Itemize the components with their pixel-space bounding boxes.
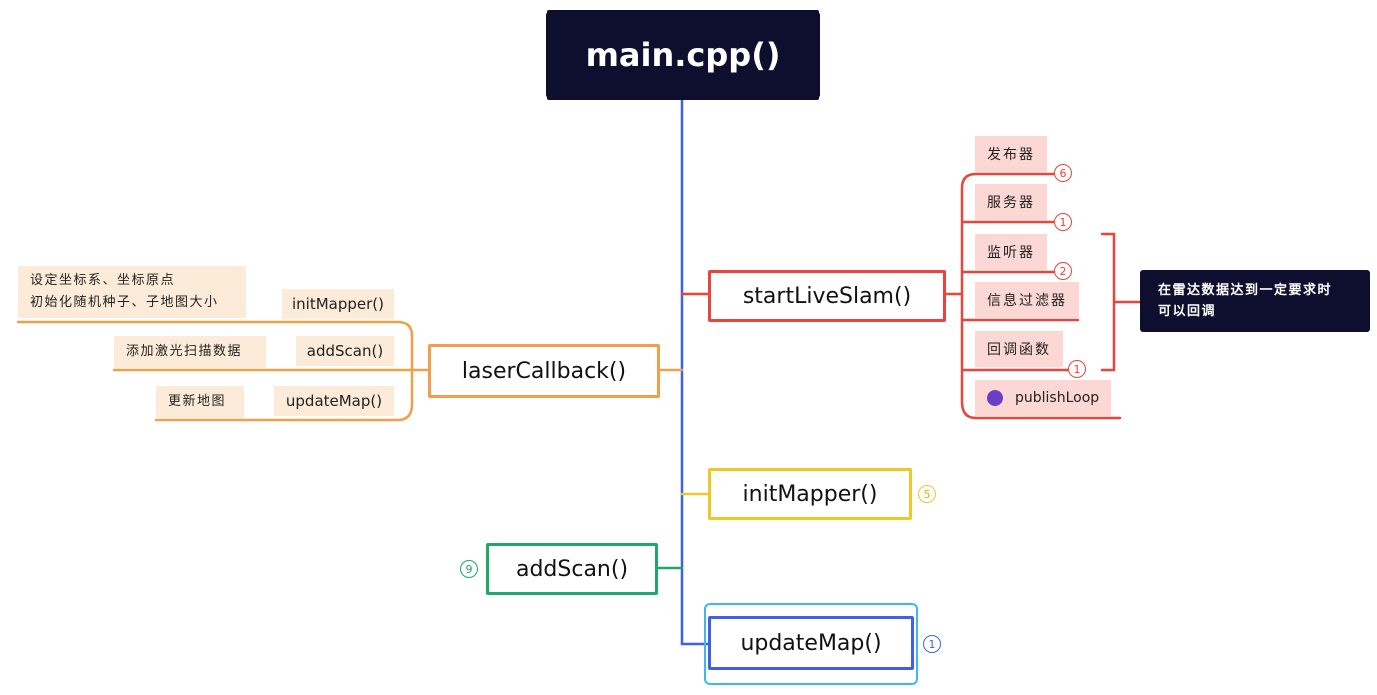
node-initMapper[interactable]: initMapper()	[708, 468, 912, 520]
root-label: main.cpp()	[585, 36, 781, 74]
count-badge[interactable]: 6	[1054, 164, 1072, 182]
summary-callout[interactable]: 在雷达数据达到一定要求时 可以回调	[1140, 270, 1370, 332]
node-laserCallback[interactable]: laserCallback()	[428, 344, 660, 398]
task-marker-icon	[987, 390, 1003, 406]
subnode-initMapper[interactable]: initMapper()	[282, 289, 394, 319]
subnode-listener[interactable]: 监听器	[975, 234, 1047, 270]
red-bracket	[944, 172, 1122, 420]
node-label: initMapper()	[742, 481, 878, 507]
count-badge[interactable]: 1	[1054, 213, 1072, 231]
subnode-updateMap[interactable]: updateMap()	[274, 386, 394, 416]
subnode-addScan[interactable]: addScan()	[296, 336, 394, 366]
subnode-publishLoop[interactable]: publishLoop	[975, 380, 1112, 416]
subnode-callback[interactable]: 回调函数	[975, 331, 1063, 367]
subnode-label: 服务器	[987, 195, 1035, 211]
subnode-label: 信息过滤器	[987, 293, 1067, 309]
root-node[interactable]: main.cpp()	[546, 12, 820, 98]
subnode-server[interactable]: 服务器	[975, 184, 1047, 220]
node-label: startLiveSlam()	[742, 283, 912, 309]
subnode-label: initMapper()	[292, 295, 384, 313]
subnode-label: updateMap()	[285, 392, 383, 410]
count-badge[interactable]: 9	[460, 560, 478, 578]
note-line: 设定坐标系、坐标原点	[30, 273, 176, 288]
node-addScan[interactable]: addScan()	[486, 543, 658, 595]
subnode-message-filter[interactable]: 信息过滤器	[975, 282, 1079, 318]
note-initMapper: 设定坐标系、坐标原点 初始化随机种子、子地图大小	[18, 266, 246, 318]
callout-line: 可以回调	[1158, 304, 1217, 319]
note-updateMap: 更新地图	[156, 386, 244, 418]
count-badge[interactable]: 1	[1068, 360, 1086, 378]
subnode-label: 监听器	[987, 245, 1035, 261]
note-addScan: 添加激光扫描数据	[114, 336, 266, 368]
subnode-publisher[interactable]: 发布器	[975, 136, 1047, 172]
count-badge[interactable]: 5	[918, 485, 936, 503]
node-label: addScan()	[515, 556, 629, 582]
subnode-label: 发布器	[987, 147, 1035, 163]
subnode-label: publishLoop	[1015, 390, 1100, 406]
red-summary-bracket	[1100, 232, 1142, 372]
note-line: 添加激光扫描数据	[126, 344, 243, 359]
node-startLiveSlam[interactable]: startLiveSlam()	[708, 270, 946, 322]
count-badge[interactable]: 2	[1054, 262, 1072, 280]
subnode-label: addScan()	[306, 342, 384, 360]
node-updateMap[interactable]: updateMap()	[708, 616, 914, 670]
note-line: 初始化随机种子、子地图大小	[30, 295, 219, 310]
orange-bracket	[16, 320, 430, 422]
node-label: laserCallback()	[461, 358, 627, 384]
node-label: updateMap()	[740, 630, 882, 656]
callout-line: 在雷达数据达到一定要求时	[1158, 283, 1333, 298]
note-line: 更新地图	[168, 394, 227, 409]
subnode-label: 回调函数	[987, 342, 1051, 358]
selection-outline	[704, 603, 918, 685]
count-badge[interactable]: 1	[923, 635, 941, 653]
